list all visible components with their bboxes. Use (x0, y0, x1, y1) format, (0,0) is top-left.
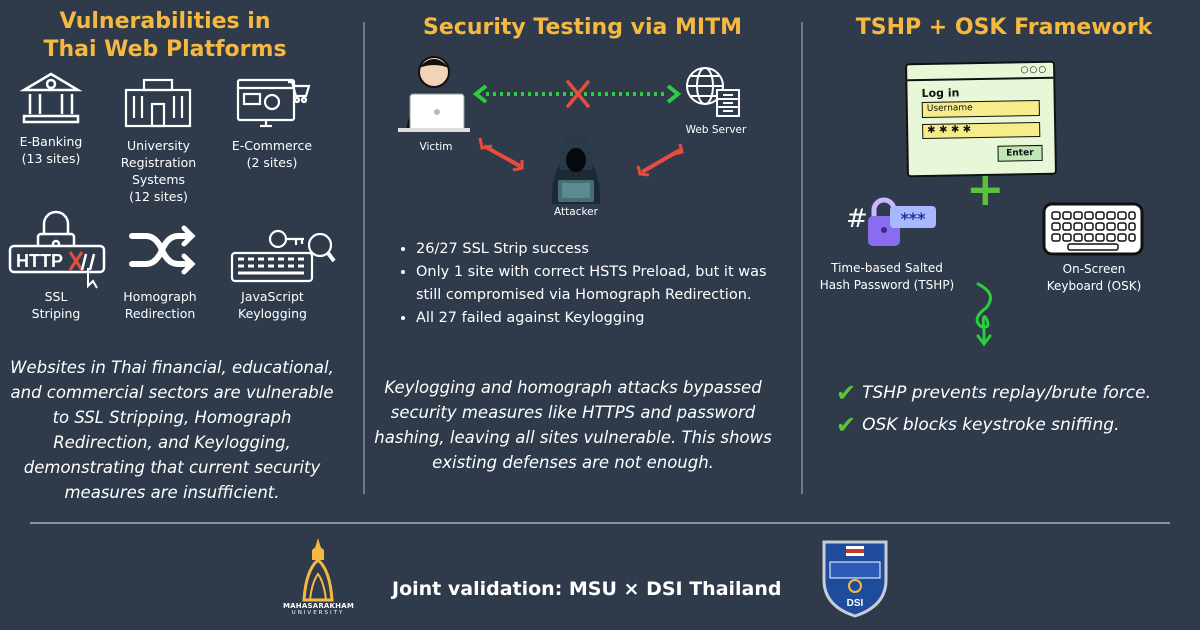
login-heading: Log in (921, 86, 960, 101)
login-window-illustration: ○○○ Log in Username ✱ ✱ ✱ ✱ Enter (905, 60, 1057, 178)
attack-ssl-label: SSL Striping (31, 289, 81, 321)
benefit-tshp: ✔ TSHP prevents replay/brute force. (836, 379, 1152, 407)
secure-link-arrowhead-left (472, 84, 488, 104)
attack-keylogging-label: JavaScript Keylogging (238, 289, 307, 321)
keylogger-icon (230, 225, 336, 291)
osk-label: On-Screen Keyboard (OSK) (1046, 262, 1142, 293)
window-titlebar: ○○○ (907, 62, 1054, 82)
result-ssl-strip: 26/27 SSL Strip success (416, 238, 786, 261)
ssl-strip-icon: HTTP (8, 206, 108, 294)
divider-2 (801, 22, 803, 494)
enter-button: Enter (997, 144, 1043, 162)
curvy-arrow-icon (966, 280, 1006, 354)
attack-homograph-label: Homograph Redirection (123, 289, 197, 321)
attacker-icon (538, 126, 614, 210)
victim-label: Victim (419, 141, 453, 153)
university-icon (122, 78, 194, 134)
attacker-label: Attacker (554, 206, 598, 218)
keyboard-icon (1042, 202, 1144, 260)
results-list: 26/27 SSL Strip success Only 1 site with… (396, 238, 786, 330)
dsi-logo: DSI (816, 538, 894, 622)
bank-icon (19, 70, 83, 132)
attacker-server-arrow (640, 148, 682, 174)
username-field: Username (921, 99, 1040, 119)
dsi-text: DSI (847, 598, 864, 609)
col2-summary: Keylogging and homograph attacks bypasse… (374, 378, 772, 472)
web-server-icon (683, 64, 743, 124)
hash-symbol: # (846, 204, 868, 234)
victim-attacker-arrow (483, 144, 521, 168)
victim-icon (394, 52, 470, 140)
window-dots: ○○○ (1020, 64, 1048, 76)
sector-university-label: University Registration Systems (12 site… (120, 138, 197, 204)
stars-box: *** (890, 206, 936, 228)
tshp-label: Time-based Salted Hash Password (TSHP) (819, 261, 955, 292)
check-icon: ✔ (836, 411, 857, 439)
broken-link-x-icon (566, 80, 590, 108)
sector-ecommerce-label: E-Commerce (2 sites) (231, 138, 313, 170)
sector-ebanking-label: E-Banking (13 sites) (19, 134, 83, 166)
arrows-diagram (470, 74, 690, 188)
col1-summary: Websites in Thai financial, educational,… (10, 358, 334, 502)
http-text: HTTP (16, 251, 63, 271)
benefit-osk: ✔ OSK blocks keystroke sniffing. (836, 411, 1120, 439)
hash-lock-icon: # *** (846, 196, 942, 256)
shuffle-icon (128, 222, 200, 284)
col3-title: TSHP + OSK Framework (855, 15, 1153, 40)
msu-logo: MAHASARAKHAM UNIVERSITY (283, 536, 354, 628)
result-keylogging: All 27 failed against Keylogging (416, 307, 786, 330)
msu-name: MAHASARAKHAM (283, 602, 354, 610)
server-label: Web Server (685, 124, 747, 136)
footer-text: Joint validation: MSU × DSI Thailand (392, 578, 782, 600)
col1-title: Vulnerabilities in Thai Web Platforms (43, 9, 287, 62)
col2-title: Security Testing via MITM (423, 15, 742, 40)
result-hsts: Only 1 site with correct HSTS Preload, b… (416, 261, 786, 307)
password-field: ✱ ✱ ✱ ✱ (922, 121, 1041, 140)
benefits-list: ✔ TSHP prevents replay/brute force. ✔ OS… (836, 379, 1196, 439)
ecommerce-icon (236, 76, 311, 138)
divider-1 (363, 22, 365, 494)
msu-sub: UNIVERSITY (291, 610, 345, 616)
secure-link-arrowhead-right (666, 84, 682, 104)
footer-divider (30, 522, 1170, 524)
check-icon: ✔ (836, 379, 857, 407)
plus-icon: + (966, 162, 1005, 216)
